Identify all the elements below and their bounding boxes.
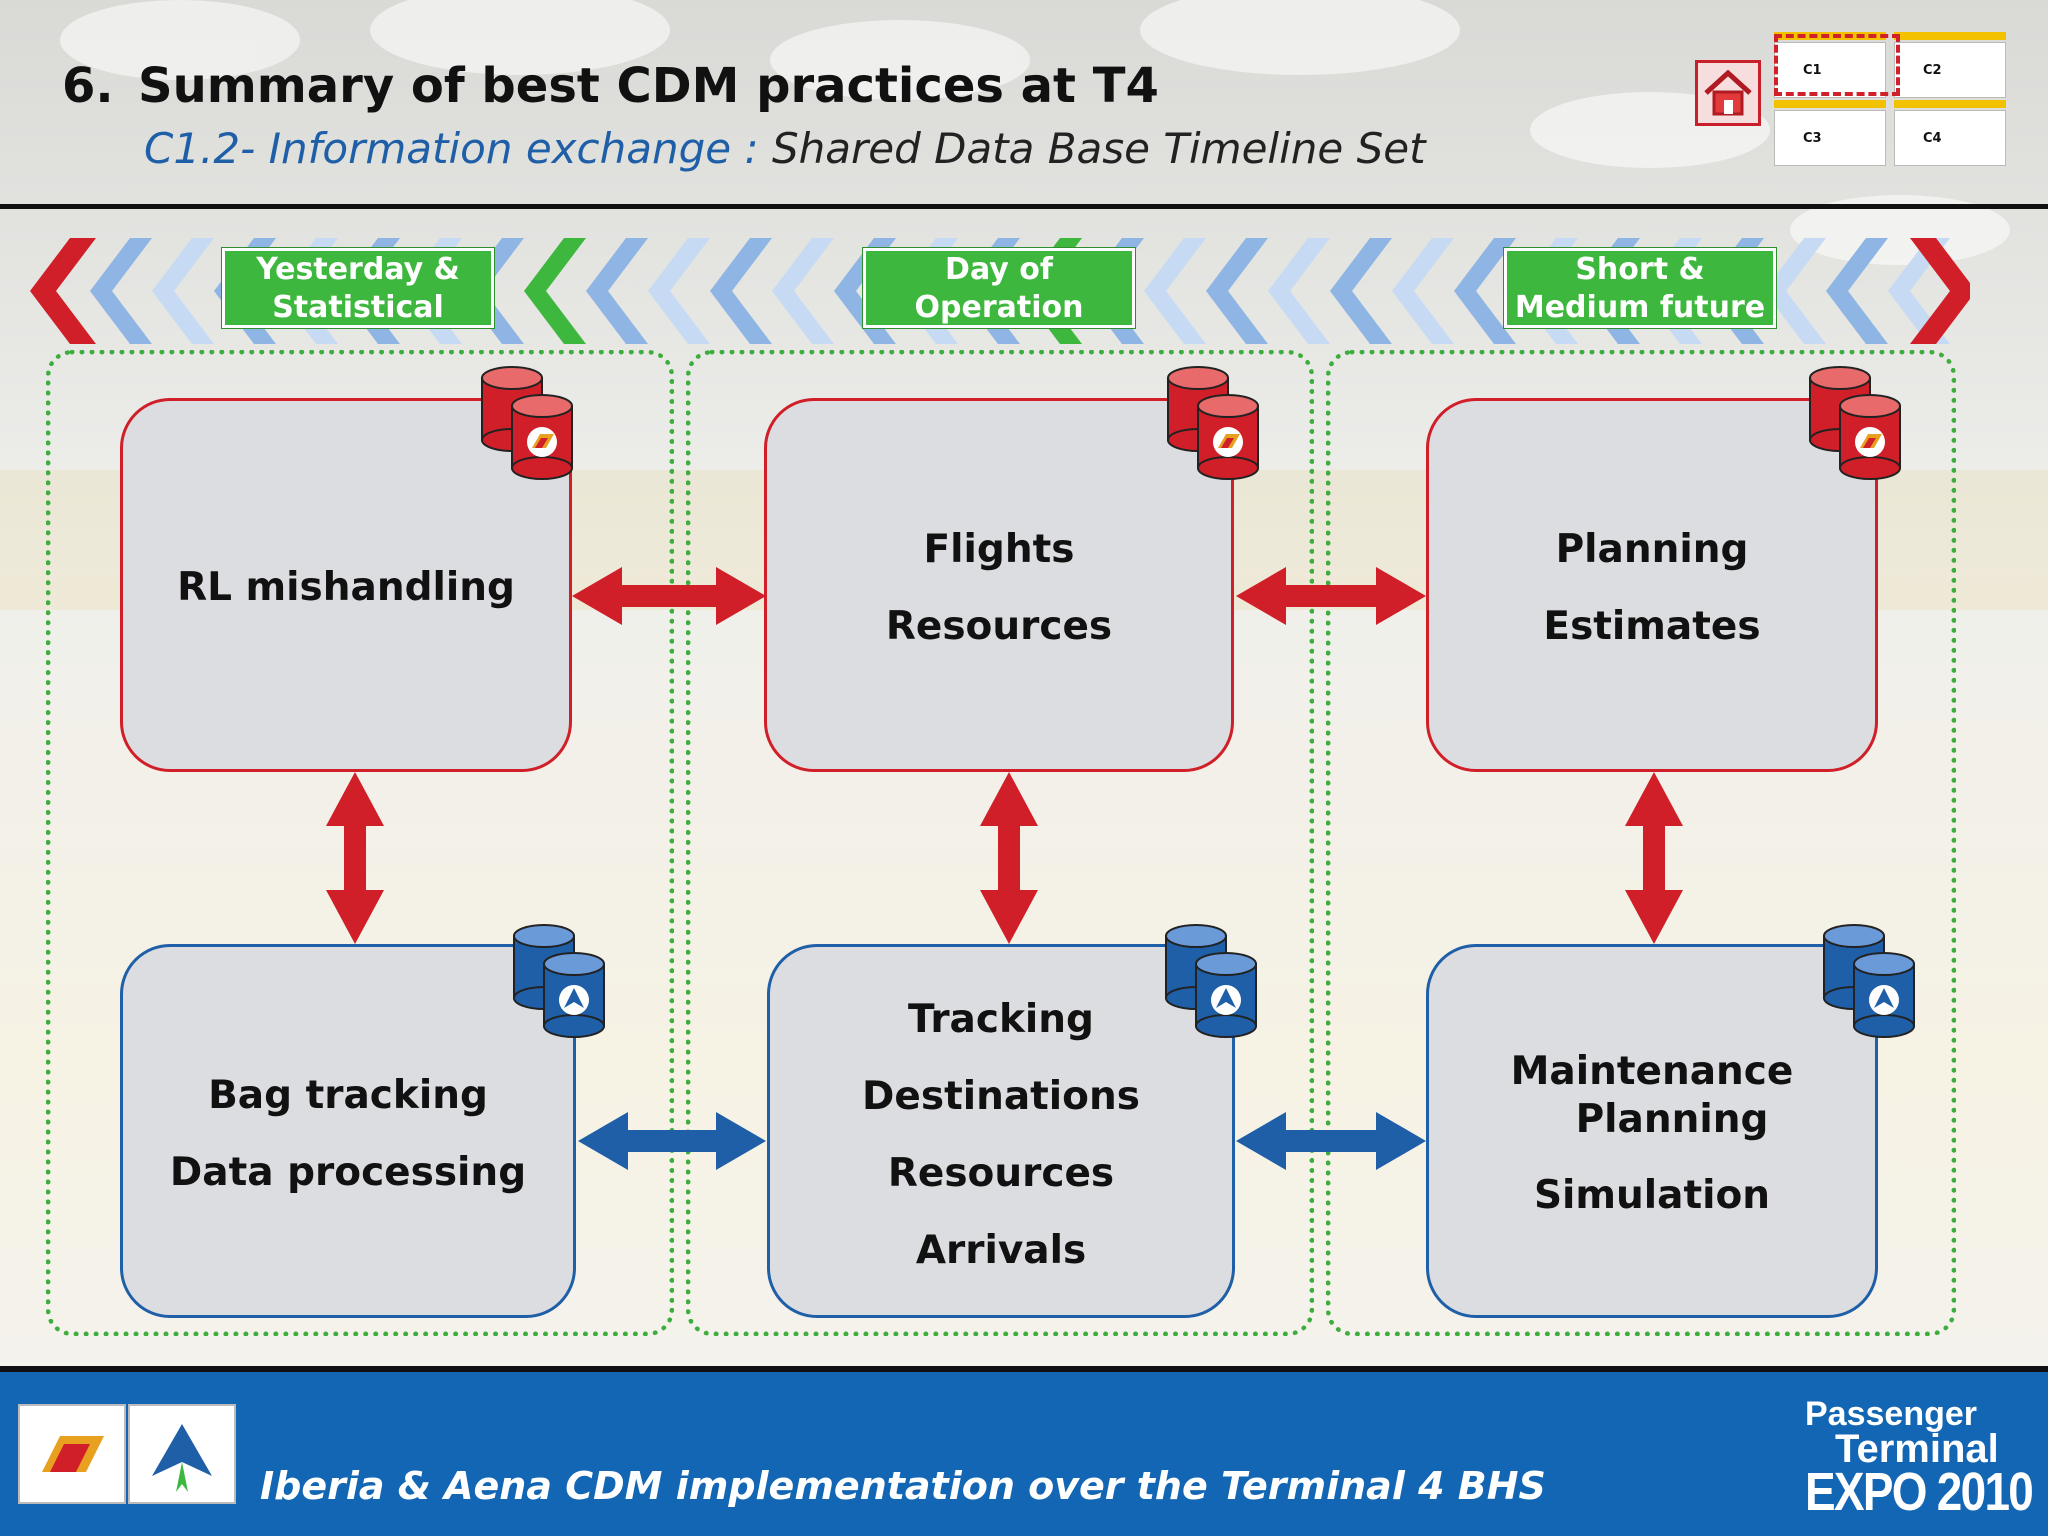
group-day-of-operation — [686, 350, 1314, 1336]
footer-divider — [0, 1366, 2048, 1372]
iberia-database-icon — [481, 366, 573, 480]
box-label: Destinations — [862, 1074, 1140, 1119]
exchange-arrow-vertical — [326, 772, 384, 944]
exchange-arrow-horizontal — [572, 567, 766, 625]
timeline-chevron — [710, 238, 772, 344]
group-future — [1326, 350, 1956, 1336]
footer-bar — [0, 1366, 2048, 1536]
timeline-chevron — [772, 238, 834, 344]
nav-cell-label: C2 — [1923, 63, 1942, 78]
timeline-chevron — [1888, 238, 1950, 344]
home-button[interactable] — [1695, 60, 1761, 126]
timeline-end-chevron — [1910, 238, 1970, 344]
home-icon — [1704, 69, 1752, 116]
group-yesterday — [46, 350, 674, 1336]
timeline-chevron — [1764, 238, 1826, 344]
iberia-database-icon — [1167, 366, 1259, 480]
iberia-logo — [18, 1404, 126, 1504]
timeline-chevron — [1454, 238, 1516, 344]
box-label: Bag tracking — [208, 1073, 488, 1118]
header-divider — [0, 204, 2048, 209]
box-bag-tracking: Bag tracking Data processing — [120, 944, 576, 1318]
expo-logo-line: Passenger — [1805, 1395, 1977, 1433]
box-flights-resources: Flights Resources — [764, 398, 1234, 772]
box-label: Data processing — [169, 1150, 527, 1195]
box-label: Resources — [885, 604, 1113, 649]
page-subtitle: C1.2- Information exchange : Shared Data… — [144, 124, 1426, 173]
timeline-chevron — [90, 238, 152, 344]
box-tracking-destinations: Tracking Destinations Resources Arrivals — [767, 944, 1235, 1318]
exchange-arrow-horizontal — [1236, 1112, 1426, 1170]
subtitle-section: C1.2- Information exchange : — [144, 124, 759, 173]
nav-cell-c4[interactable]: C4 — [1894, 110, 2006, 166]
expo-logo-line: EXPO 2010 — [1805, 1462, 2034, 1522]
box-label: Estimates — [1543, 604, 1761, 649]
passenger-terminal-expo-logo: Passenger Terminal EXPO 2010 — [1795, 1395, 2034, 1525]
iberia-database-icon — [1809, 366, 1901, 480]
timeline-end-chevron — [30, 238, 96, 344]
timeline-chevron — [1826, 238, 1888, 344]
timeline-chevron — [1330, 238, 1392, 344]
aena-logo — [128, 1404, 236, 1504]
nav-cell-c3[interactable]: C3 — [1774, 110, 1886, 166]
subtitle-topic: Shared Data Base Timeline Set — [758, 124, 1426, 173]
footer-caption: Iberia & Aena CDM implementation over th… — [260, 1464, 1546, 1508]
nav-strip-c4 — [1894, 100, 2006, 108]
timeline-chevron — [152, 238, 214, 344]
nav-cell-c2[interactable]: C2 — [1894, 42, 2006, 98]
section-number: 6. — [62, 58, 114, 114]
nav-cell-label: C3 — [1803, 131, 1822, 146]
page-title: Summary of best CDM practices at T4 — [138, 58, 1159, 114]
box-label: Planning — [1555, 527, 1749, 572]
aena-database-icon — [1165, 924, 1257, 1038]
phase-day-of-operation: Day of Operation — [863, 248, 1135, 328]
box-label: Flights — [923, 527, 1075, 572]
section-navigation-map: C1 C2 C3 C4 — [1770, 28, 2015, 166]
box-label: RL mishandling — [177, 565, 515, 610]
exchange-arrow-horizontal — [578, 1112, 766, 1170]
nav-strip-c2 — [1894, 32, 2006, 40]
box-label: Tracking — [908, 997, 1094, 1042]
timeline-chevron — [1206, 238, 1268, 344]
aena-database-icon — [1823, 924, 1915, 1038]
nav-cell-label: C1 — [1803, 63, 1822, 78]
timeline-chevron — [524, 238, 586, 344]
expo-logo-line: Terminal — [1835, 1427, 1999, 1471]
box-label: Simulation — [1533, 1173, 1771, 1218]
timeline-chevron — [648, 238, 710, 344]
aena-database-icon — [513, 924, 605, 1038]
phase-yesterday: Yesterday & Statistical — [222, 248, 494, 328]
nav-strip-c3 — [1774, 100, 1886, 108]
timeline-chevron — [1144, 238, 1206, 344]
nav-current-highlight — [1774, 34, 1900, 96]
box-label: Maintenance — [1510, 1049, 1794, 1094]
box-maintenance-simulation: Maintenance Planning Simulation — [1426, 944, 1878, 1318]
phase-future: Short & Medium future — [1504, 248, 1776, 328]
box-label: Arrivals — [915, 1228, 1087, 1273]
timeline-chevron — [1392, 238, 1454, 344]
timeline-chevron — [1268, 238, 1330, 344]
box-label: Resources — [887, 1151, 1115, 1196]
box-rl-mishandling: RL mishandling — [120, 398, 572, 772]
exchange-arrow-vertical — [980, 772, 1038, 944]
timeline-chevron — [586, 238, 648, 344]
box-planning-estimates: Planning Estimates — [1426, 398, 1878, 772]
aena-logo-icon — [152, 1424, 212, 1492]
exchange-arrow-horizontal — [1236, 567, 1426, 625]
exchange-arrow-vertical — [1625, 772, 1683, 944]
nav-cell-label: C4 — [1923, 131, 1942, 146]
iberia-logo-icon — [42, 1436, 104, 1472]
box-label: Planning — [1575, 1097, 1769, 1142]
